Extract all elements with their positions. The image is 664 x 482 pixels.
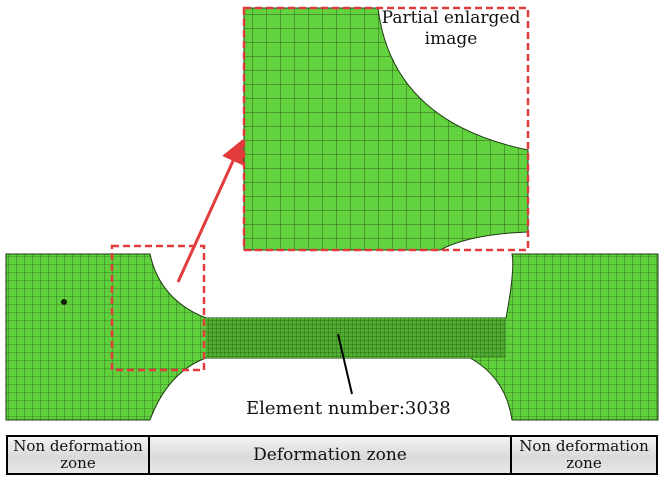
element-pointer bbox=[337, 333, 353, 395]
enlarged-frame bbox=[242, 6, 530, 252]
fine-mesh-region bbox=[206, 318, 506, 358]
element-number-label: Element number:3038 bbox=[246, 398, 451, 419]
selection-box bbox=[110, 244, 206, 372]
mesh-defect-dot bbox=[61, 299, 67, 305]
non-deformation-zone-left: Non deformation zone bbox=[6, 435, 150, 475]
partial-enlarged-label: Partial enlarged image bbox=[381, 8, 521, 49]
zoom-arrow bbox=[176, 139, 244, 283]
enlarged-mesh bbox=[243, 7, 529, 251]
non-deformation-zone-right: Non deformation zone bbox=[510, 435, 658, 475]
deformation-zone: Deformation zone bbox=[148, 435, 512, 475]
